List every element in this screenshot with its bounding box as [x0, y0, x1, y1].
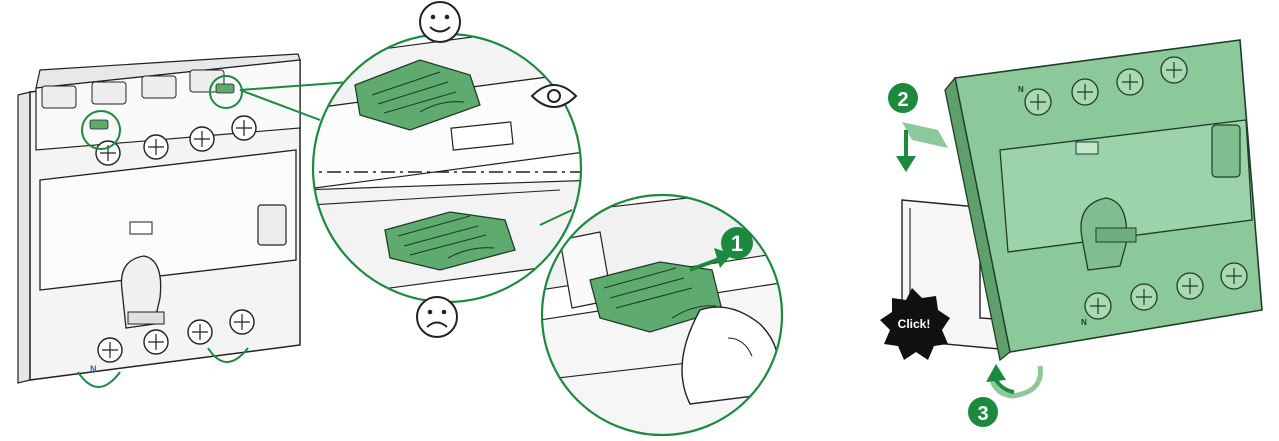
- neutral-mark-right: N: [1081, 318, 1087, 327]
- step-1-badge: 1: [721, 227, 753, 259]
- step-2-badge: 2: [888, 83, 918, 113]
- click-badge-text: Click!: [898, 317, 931, 331]
- step-1-number: 1: [731, 231, 743, 256]
- rcd-device-left: N: [18, 54, 350, 387]
- step-3-badge: 3: [968, 397, 998, 427]
- step-2-number: 2: [897, 89, 908, 111]
- neutral-mark-left: N: [90, 364, 97, 374]
- step-3-arrow: [986, 364, 1040, 396]
- step-3-number: 3: [977, 403, 988, 425]
- step-2-arrow: [896, 122, 948, 172]
- sad-face-icon: [417, 297, 457, 337]
- neutral-mark-right-top: N: [1018, 85, 1024, 94]
- zoom-circle-push-detail: [540, 185, 800, 440]
- bottom-clip-arc-1: [78, 372, 120, 387]
- happy-face-icon: [420, 2, 460, 42]
- rcd-device-right: N N: [902, 40, 1262, 360]
